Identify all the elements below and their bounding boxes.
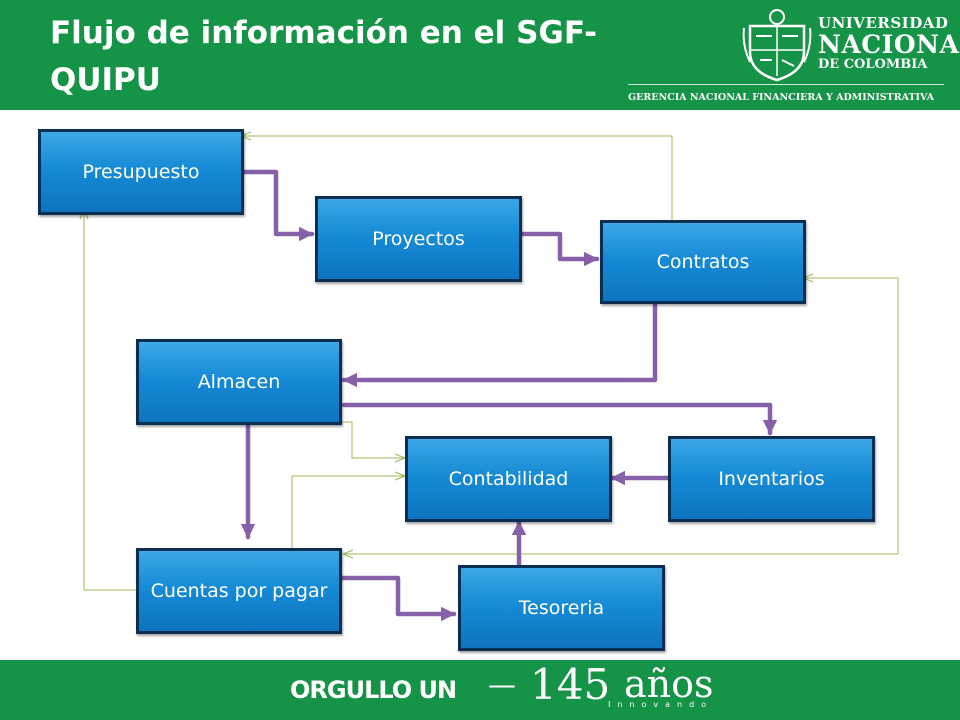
node-tesoreria: Tesoreria [458, 565, 665, 651]
logo-line-2: NACIONAL [818, 30, 960, 59]
slogan-number: 145 [530, 660, 611, 709]
arrow-presupuesto-to-proyectos [239, 169, 315, 242]
university-logo: UNIVERSIDAD NACIONAL DE COLOMBIA [742, 6, 960, 106]
slogan-anos: años [624, 662, 714, 706]
node-contratos: Contratos [600, 220, 806, 304]
arrow-contratos-to-almacen [341, 299, 658, 388]
slogan-dash: — [488, 668, 516, 701]
node-presupuesto: Presupuesto [38, 129, 244, 215]
logo-line-3: DE COLOMBIA [818, 57, 928, 72]
footer-bar [0, 660, 960, 720]
logo-subtitle: GERENCIA NACIONAL FINANCIERA Y ADMINISTR… [628, 92, 934, 103]
slogan-innovando: Innovando [608, 700, 714, 709]
arrow-cuentas-to-tesoreria [339, 575, 457, 622]
node-inventarios: Inventarios [668, 436, 875, 522]
logo-divider [628, 84, 944, 85]
arrow-to-contratos-feedback [804, 278, 899, 554]
node-contabilidad: Contabilidad [405, 436, 612, 522]
arrow-cuentas-to-contabilidad [291, 476, 404, 548]
slogan-orgullo: ORGULLO UN [290, 676, 457, 704]
logo-line-1: UNIVERSIDAD [818, 14, 949, 32]
arrow-contratos-to-presupuesto [242, 136, 673, 222]
node-almacen: Almacen [136, 339, 342, 425]
coat-of-arms-icon [742, 9, 812, 82]
university-name: UNIVERSIDAD NACIONAL DE COLOMBIA [818, 14, 960, 72]
arrow-cuentas-to-presupuesto [84, 210, 138, 591]
arrow-proyectos-to-contratos [519, 231, 600, 267]
header-bar [0, 0, 960, 110]
arrow-almacen-to-inventarios [341, 402, 778, 436]
slide-title: Flujo de información en el SGF-QUIPU [50, 15, 597, 98]
arrow-almacen-to-contabilidad [300, 421, 404, 458]
node-proyectos: Proyectos [315, 196, 522, 282]
node-cuentas-por-pagar: Cuentas por pagar [136, 548, 342, 634]
